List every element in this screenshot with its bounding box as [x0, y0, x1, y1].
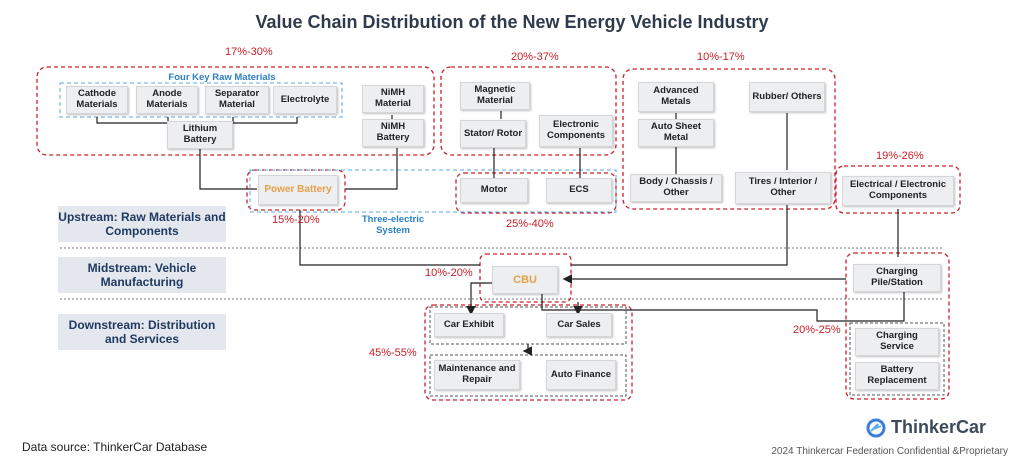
node-body-chassis-other: Body / Chassis / Other	[630, 174, 722, 202]
pct-electrical: 19%-26%	[876, 150, 924, 162]
pct-motor-ecs: 25%-40%	[506, 218, 554, 230]
node-maintenance-repair: Maintenance and Repair	[434, 360, 520, 390]
group-three-electric-label: Three-electric System	[361, 214, 425, 237]
brand-logo: ThinkerCar	[866, 417, 986, 438]
node-lithium-battery: Lithium Battery	[167, 121, 233, 149]
node-car-exhibit: Car Exhibit	[434, 313, 504, 337]
pct-power-battery: 15%-20%	[272, 214, 320, 226]
node-stator-rotor: Stator/ Rotor	[460, 120, 526, 148]
node-electronic-components: Electronic Components	[539, 115, 613, 147]
group-four-key-label: Four Key Raw Materials	[168, 72, 276, 83]
node-anode-materials: Anode Materials	[136, 86, 198, 114]
stage-midstream: Midstream: Vehicle Manufacturing	[58, 257, 226, 293]
pct-metals: 10%-17%	[697, 51, 745, 63]
node-charging-service: Charging Service	[855, 328, 939, 356]
node-car-sales: Car Sales	[546, 313, 612, 337]
node-auto-sheet-metal: Auto Sheet Metal	[638, 119, 714, 147]
pct-magnetic: 20%-37%	[511, 51, 559, 63]
node-cathode-materials: Cathode Materials	[66, 86, 128, 114]
copyright: 2024 Thinkercar Federation Confidential …	[771, 446, 1008, 457]
stage-upstream: Upstream: Raw Materials and Components	[58, 206, 226, 242]
node-rubber-others: Rubber/ Others	[749, 82, 825, 112]
node-charging-pile-station: Charging Pile/Station	[853, 264, 941, 292]
node-electrolyte: Electrolyte	[273, 86, 337, 114]
node-nimh-material: NiMH Material	[362, 85, 424, 113]
stage-downstream: Downstream: Distribution and Services	[58, 314, 226, 350]
node-motor: Motor	[460, 178, 528, 203]
pct-charging: 20%-25%	[793, 324, 841, 336]
node-advanced-metals: Advanced Metals	[638, 82, 714, 112]
node-separator-material: Separator Material	[205, 86, 269, 114]
thinkercar-logo-icon	[866, 418, 886, 437]
node-auto-finance: Auto Finance	[546, 360, 616, 390]
pct-downstream: 45%-55%	[369, 347, 417, 359]
page-title: Value Chain Distribution of the New Ener…	[255, 12, 769, 32]
node-magnetic-material: Magnetic Material	[460, 82, 530, 110]
data-source: Data source: ThinkerCar Database	[22, 440, 208, 454]
node-power-battery: Power Battery	[258, 175, 338, 205]
node-tires-interior-other: Tires / Interior / Other	[735, 172, 831, 204]
brand-name: ThinkerCar	[891, 417, 987, 437]
node-nimh-battery: NiMH Battery	[362, 119, 424, 147]
node-cbu: CBU	[492, 266, 558, 294]
pct-cbu: 10%-20%	[425, 267, 473, 279]
node-battery-replacement: Battery Replacement	[855, 362, 939, 390]
node-electrical-electronic-components: Electrical / Electronic Components	[842, 176, 954, 206]
pct-raw-materials: 17%-30%	[225, 46, 273, 58]
node-ecs: ECS	[546, 178, 612, 203]
